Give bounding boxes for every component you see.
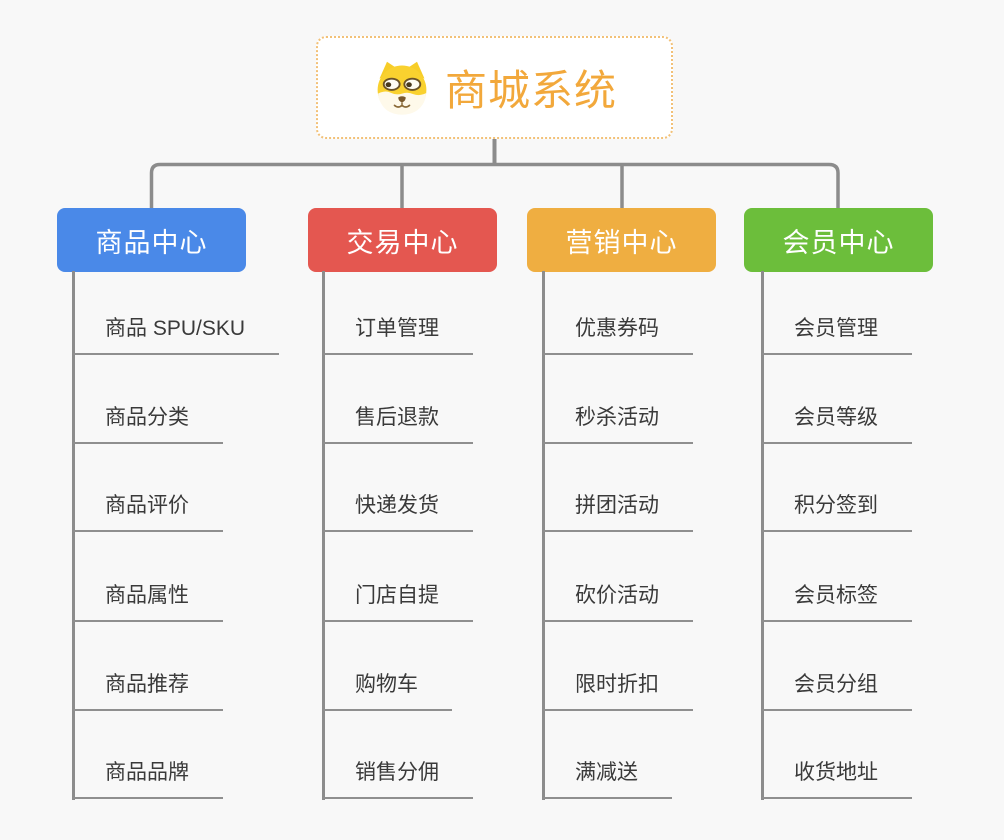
branch-node-member-center[interactable]: 会员中心 xyxy=(744,208,933,272)
leaf-node[interactable]: 快递发货 xyxy=(323,491,473,532)
leaf-node[interactable]: 商品品牌 xyxy=(73,758,223,799)
leaf-node[interactable]: 优惠券码 xyxy=(543,314,693,355)
dog-face-icon xyxy=(372,58,432,118)
leaf-node[interactable]: 售后退款 xyxy=(323,403,473,444)
leaf-node[interactable]: 拼团活动 xyxy=(543,491,693,532)
branch-child-line xyxy=(542,271,545,800)
leaf-node[interactable]: 积分签到 xyxy=(762,491,912,532)
branch-node-trade-center[interactable]: 交易中心 xyxy=(308,208,497,272)
root-title: 商城系统 xyxy=(444,67,617,114)
branch-child-line xyxy=(761,271,764,800)
branch-label: 会员中心 xyxy=(782,227,895,258)
leaf-node[interactable]: 商品 SPU/SKU xyxy=(73,314,280,355)
leaf-node[interactable]: 会员分组 xyxy=(762,670,912,711)
leaf-node[interactable]: 门店自提 xyxy=(323,581,473,622)
leaf-node[interactable]: 商品评价 xyxy=(73,491,223,532)
leaf-node[interactable]: 商品属性 xyxy=(73,581,223,622)
leaf-node[interactable]: 订单管理 xyxy=(323,314,473,355)
leaf-node[interactable]: 砍价活动 xyxy=(543,581,693,622)
leaf-node[interactable]: 收货地址 xyxy=(762,758,912,799)
leaf-node[interactable]: 销售分佣 xyxy=(323,758,473,799)
branch-label: 营销中心 xyxy=(565,227,678,258)
root-node[interactable]: 商城系统 xyxy=(316,36,673,139)
leaf-node[interactable]: 会员标签 xyxy=(762,581,912,622)
leaf-node[interactable]: 购物车 xyxy=(323,670,452,711)
leaf-node[interactable]: 商品分类 xyxy=(73,403,223,444)
leaf-node[interactable]: 满减送 xyxy=(543,758,672,799)
leaf-node[interactable]: 商品推荐 xyxy=(73,670,223,711)
leaf-node[interactable]: 限时折扣 xyxy=(543,670,693,711)
leaf-node[interactable]: 会员管理 xyxy=(762,314,912,355)
branch-child-line xyxy=(72,271,75,800)
branch-child-line xyxy=(322,271,325,800)
branch-label: 交易中心 xyxy=(346,227,459,258)
leaf-node[interactable]: 会员等级 xyxy=(762,403,912,444)
leaf-node[interactable]: 秒杀活动 xyxy=(543,403,693,444)
branch-label: 商品中心 xyxy=(95,227,208,258)
branch-node-product-center[interactable]: 商品中心 xyxy=(57,208,246,272)
branch-node-marketing-center[interactable]: 营销中心 xyxy=(527,208,716,272)
